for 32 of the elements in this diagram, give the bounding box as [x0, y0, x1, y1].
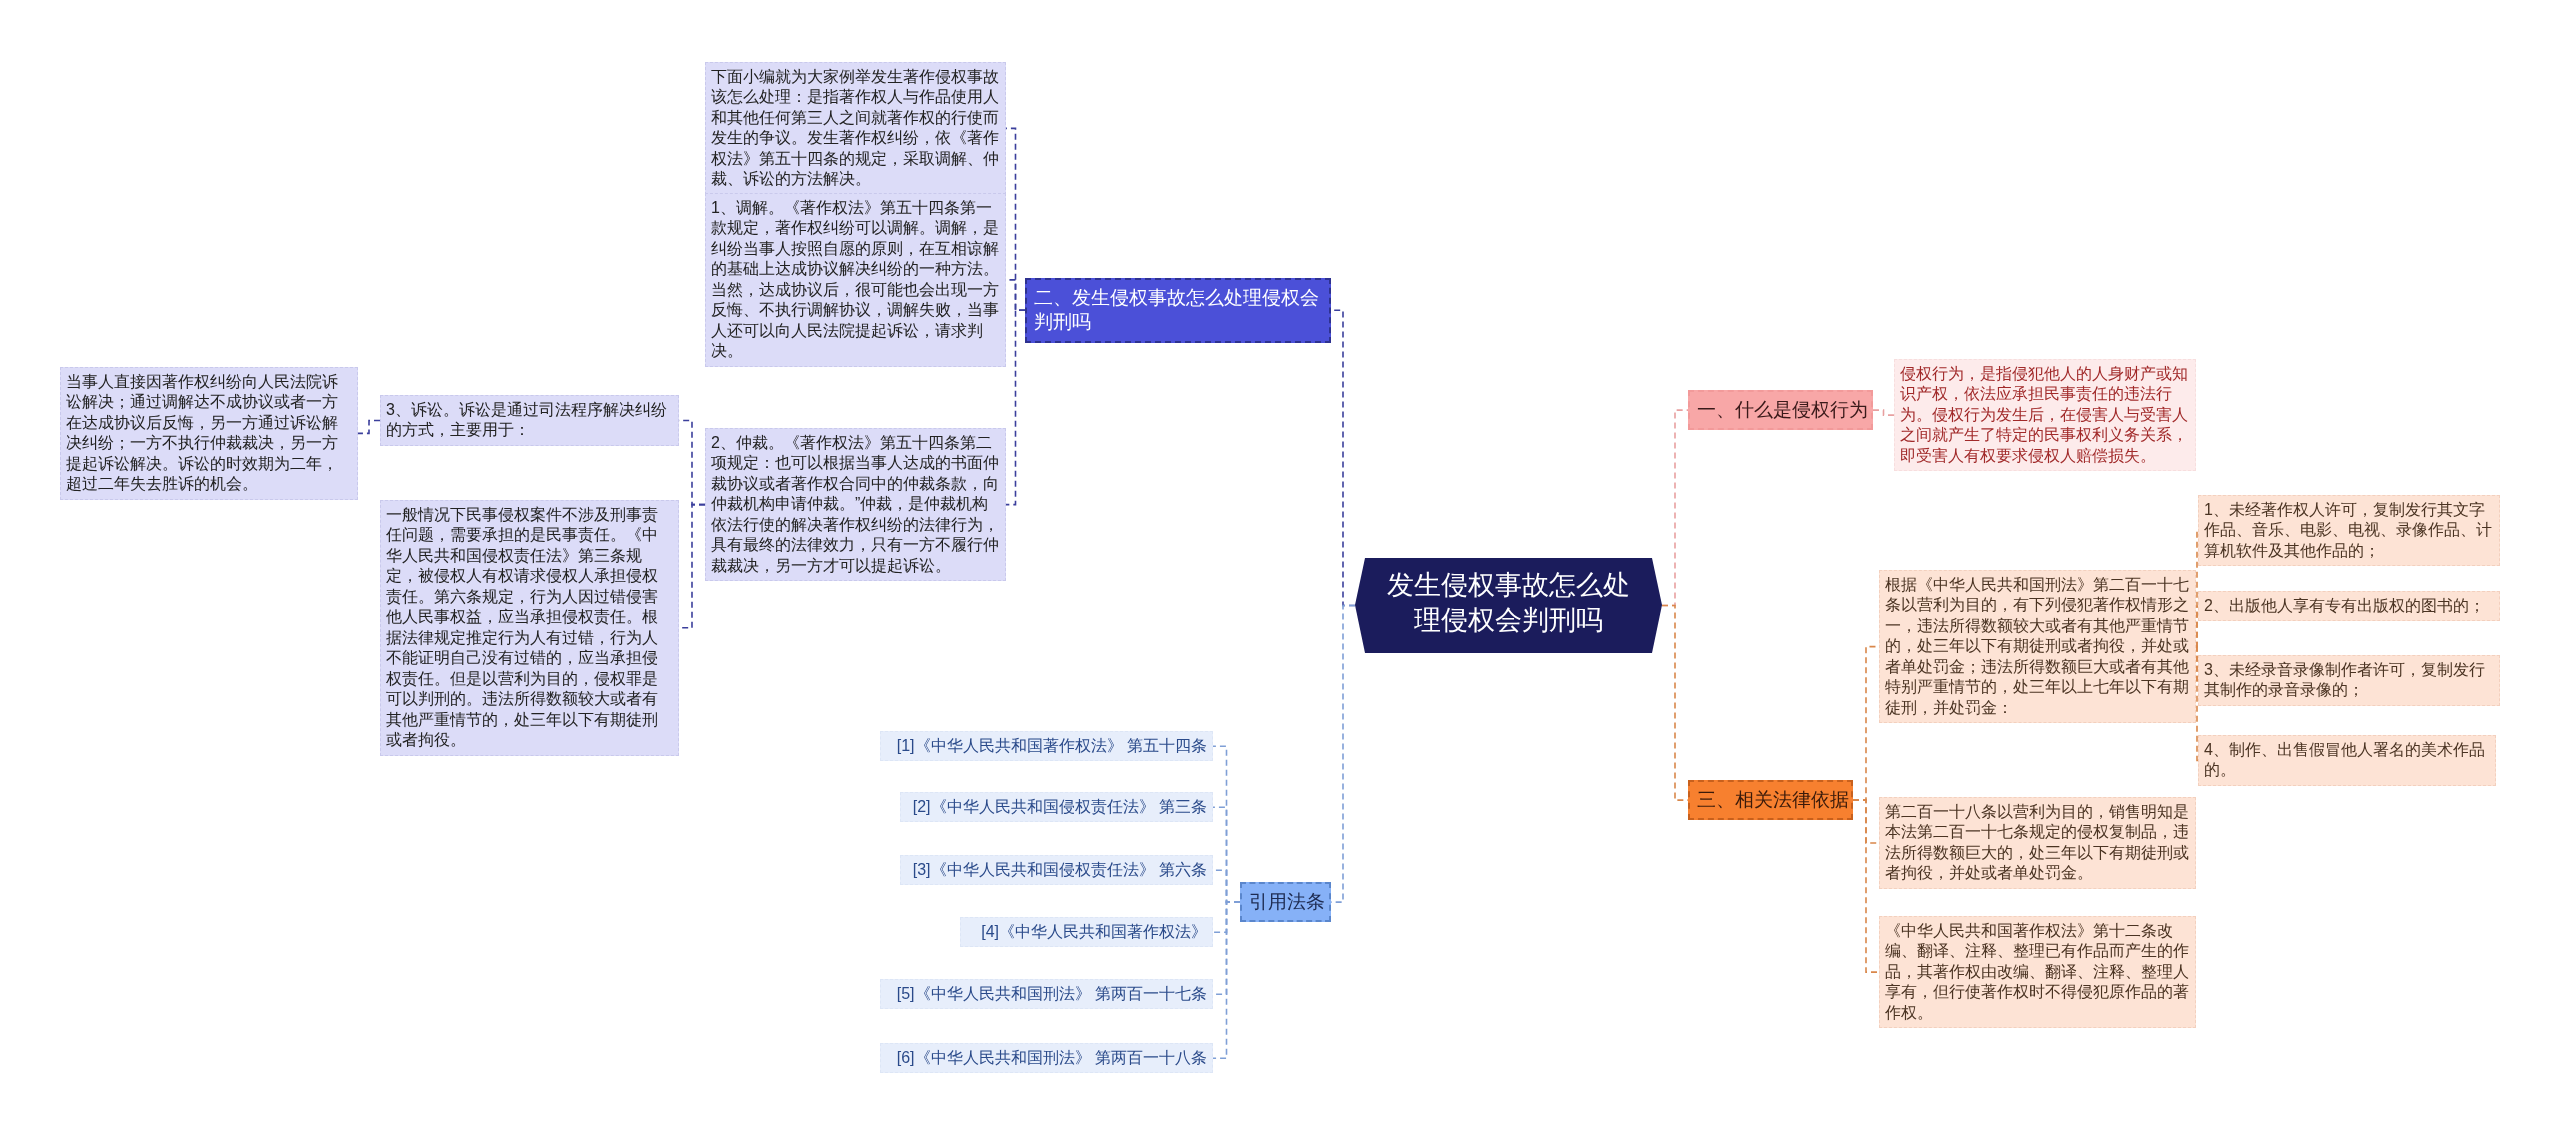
note-box: 侵权行为，是指侵犯他人的人身财产或知识产权，依法应承担民事责任的违法行为。侵权行为发生后，在侵害人与受害人之间就产生了特定的民事权利义务关系，即受害人有权要求侵权人赔偿损失。: [1894, 359, 2196, 472]
note-box: 3、未经录音录像制作者许可，复制发行其制作的录音录像的；: [2198, 655, 2500, 706]
reference-box: [5]《中华人民共和国刑法》 第两百一十七条: [880, 979, 1213, 1010]
connector: [1852, 799, 1880, 973]
reference-box: [1]《中华人民共和国著作权法》 第五十四条: [880, 731, 1213, 762]
branch-box: 二、发生侵权事故怎么处理侵权会判刑吗: [1025, 278, 1331, 343]
reference-box: [3]《中华人民共和国侵权责任法》 第六条: [900, 855, 1213, 886]
branch-box: 三、相关法律依据: [1688, 780, 1853, 821]
note-box: 2、出版他人享有专有出版权的图书的；: [2198, 591, 2500, 622]
connector: [1872, 409, 1895, 416]
note-box: 2、仲裁。《著作权法》第五十四条第二项规定：也可以根据当事人达成的书面仲裁协议或者著作权合同中的仲裁条款，向仲裁机构申请仲裁。”仲裁，是仲裁机构依法行使的解决著作权纠纷的法律行为，具有最终的法律效力，只有一方不履行仲裁裁决，另一方才可以提起诉讼。: [705, 428, 1006, 582]
reference-box: [2]《中华人民共和国侵权责任法》 第三条: [900, 792, 1213, 823]
note-box: 《中华人民共和国著作权法》第十二条改编、翻译、注释、整理已有作品而产生的作品，其著作权由改编、翻译、注释、整理人享有，但行使著作权时不得侵犯原作品的著作权。: [1879, 916, 2196, 1029]
note-box: 1、未经著作权人许可，复制发行其文字作品、音乐、电影、电视、录像作品、计算机软件及其他作品的；: [2198, 495, 2500, 567]
branch-box: 引用法条: [1240, 882, 1331, 923]
connector: [2195, 645, 2199, 762]
reference-box: [4]《中华人民共和国著作权法》: [960, 917, 1213, 948]
note-box: 3、诉讼。诉讼是通过司法程序解决纠纷的方式，主要用于：: [380, 395, 679, 446]
branch-box: 一、什么是侵权行为: [1688, 390, 1873, 431]
reference-box: [6]《中华人民共和国刑法》 第两百一十八条: [880, 1043, 1213, 1074]
note-box: 一般情况下民事侵权案件不涉及刑事责任问题，需要承担的是民事责任。《中华人民共和国侵权责任法》第三条规定，被侵权人有权请求侵权人承担侵权责任。第六条规定，行为人因过错侵害他人民事权益，应当承担侵权责任。根据法律规定推定行为人有过错，行为人不能证明自己没有过错的，应当承担侵权责任。但是以营利为目的，侵权罪是可以判刑的。违法所得数额较大或者有其他严重情节的，处三年以下有期徒刑或者拘役。: [380, 500, 679, 756]
note-box: 当事人直接因著作权纠纷向人民法院诉讼解决；通过调解达不成协议或者一方在达成协议后反悔，另一方通过诉讼解决纠纷；一方不执行仲裁裁决，另一方提起诉讼解决。诉讼的时效期为二年，超过二年失去胜诉的机会。: [60, 367, 358, 500]
topic-text: 发生侵权事故怎么处理侵权会判刑吗: [1386, 569, 1631, 638]
note-box: 根据《中华人民共和国刑法》第二百一十七条以营利为目的，有下列侵犯著作权情形之一，违法所得数额较大或者有其他严重情节的，处三年以下有期徒刑或者拘役，并处或者单处罚金；违法所得数额巨大或者有其他特别严重情节的，处三年以上七年以下有期徒刑，并处罚金：: [1879, 570, 2196, 724]
connector: [1212, 901, 1241, 1060]
connector: [357, 419, 381, 435]
note-box: 4、制作、出售假冒他人署名的美术作品的。: [2198, 735, 2496, 786]
note-box: 下面小编就为大家例举发生著作侵权事故该怎么处理：是指著作权人与作品使用人和其他任何第三人之间就著作权的行使而发生的争议。发生著作权纠纷，依《著作权法》第五十四条的规定，采取调解、仲裁、诉讼的方法解决。: [705, 62, 1006, 195]
connector: [1005, 309, 1026, 506]
topic-hexagon: [1355, 558, 1662, 653]
note-box: 第二百一十八条以营利为目的，销售明知是本法第二百一十七条规定的侵权复制品，违法所得数额巨大的，处三年以下有期徒刑或者拘役，并处或者单处罚金。: [1879, 797, 2196, 889]
note-box: 1、调解。《著作权法》第五十四条第一款规定，著作权纠纷可以调解。调解，是纠纷当事人按照自愿的原则，在互相谅解的基础上达成协议解决纠纷的一种方法。当然，达成协议后，很可能也会出现一方反悔、不执行调解协议，调解失败，当事人还可以向人民法院提起诉讼，请求判决。: [705, 193, 1006, 367]
